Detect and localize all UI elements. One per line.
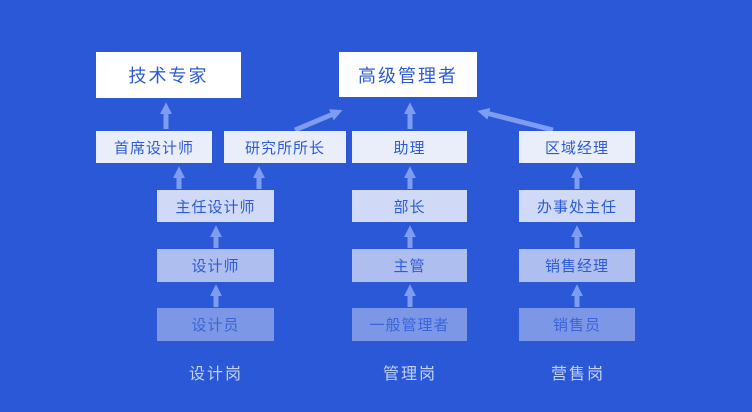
arrow-diagonal-icon-regional-to-senior xyxy=(477,107,554,133)
node-director-designer: 主任设计师 xyxy=(157,190,274,222)
node-minister: 部长 xyxy=(352,190,467,222)
node-senior-manager: 高级管理者 xyxy=(339,52,477,97)
node-regional-manager: 区域经理 xyxy=(519,131,635,163)
node-assistant: 助理 xyxy=(352,131,467,163)
node-design-staff: 设计员 xyxy=(157,308,274,341)
track-label-design: 设计岗 xyxy=(188,364,244,383)
node-chief-designer: 首席设计师 xyxy=(96,131,212,163)
node-designer: 设计师 xyxy=(157,249,274,282)
node-technical-expert: 技术专家 xyxy=(96,52,241,98)
node-office-director: 办事处主任 xyxy=(519,190,635,222)
node-salesperson: 销售员 xyxy=(519,308,635,341)
node-general-manager: 一般管理者 xyxy=(352,308,467,341)
node-supervisor: 主管 xyxy=(352,249,467,282)
track-label-management: 管理岗 xyxy=(382,364,438,383)
arrow-diagonal-icon-institute-to-senior xyxy=(294,109,343,133)
track-label-sales: 营售岗 xyxy=(550,364,606,383)
node-sales-manager: 销售经理 xyxy=(519,249,635,282)
node-institute-director: 研究所所长 xyxy=(224,131,346,163)
